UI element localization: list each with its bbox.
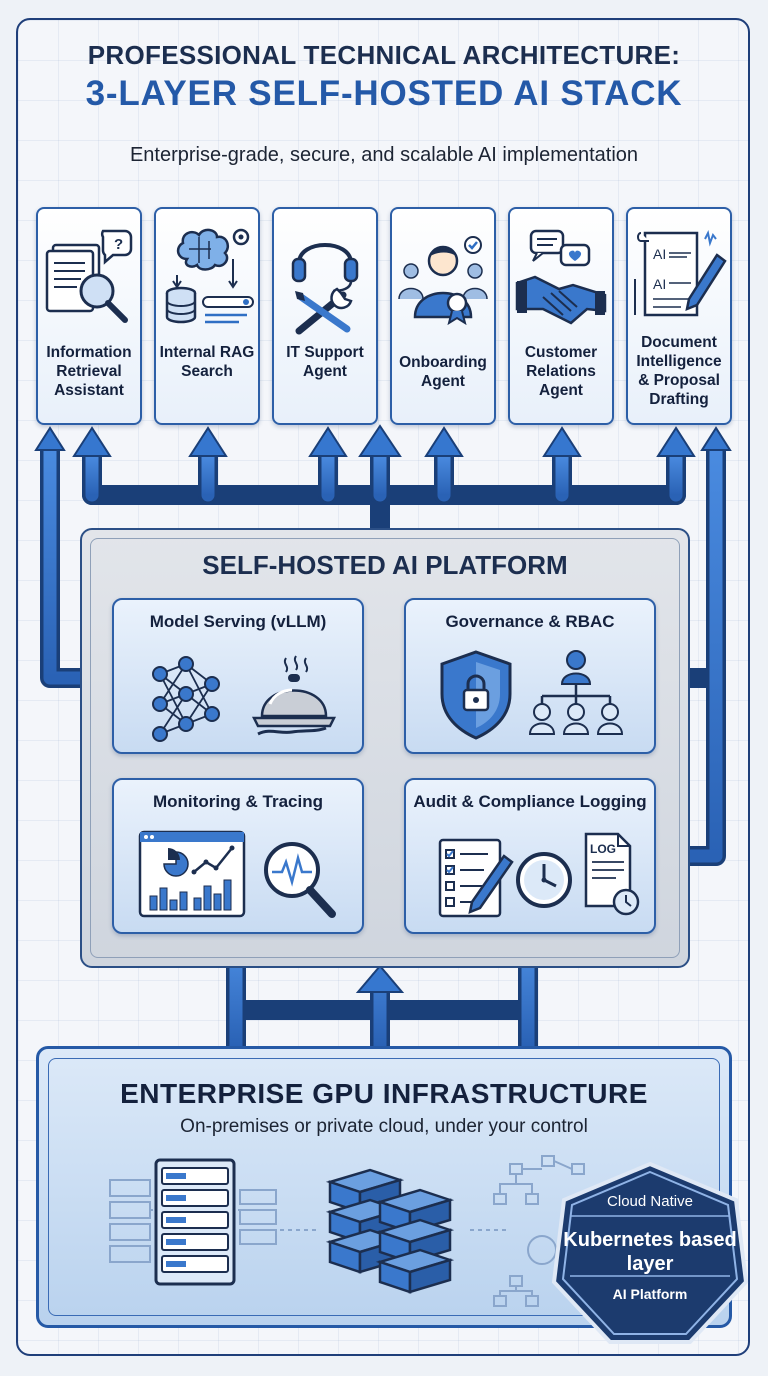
serving-cloche-icon xyxy=(251,655,337,736)
page-title-line2: 3-LAYER SELF-HOSTED AI STACK xyxy=(85,74,683,113)
clock-icon xyxy=(516,852,572,908)
infrastructure-subtitle: On-premises or private cloud, under your… xyxy=(180,1116,588,1137)
log-file-icon xyxy=(584,832,640,916)
org-hierarchy-icon xyxy=(528,650,624,735)
headset-tools-icon xyxy=(291,243,359,335)
app-card-internal-rag[interactable]: Internal RAG Search xyxy=(154,207,260,425)
page-subtitle: Enterprise-grade, secure, and scalable A… xyxy=(129,144,639,166)
module-governance[interactable]: Governance & RBAC xyxy=(404,598,656,754)
svg-text:AI: AI xyxy=(653,276,666,292)
magnifier-pulse-icon xyxy=(264,842,336,918)
module-title: Audit & Compliance Logging xyxy=(413,792,647,811)
module-audit-logging[interactable]: Audit & Compliance Logging LOG xyxy=(404,778,656,934)
svg-text:AI: AI xyxy=(653,246,666,262)
app-label: Customer Relations Agent xyxy=(524,344,598,399)
dashboard-charts-icon xyxy=(138,830,336,918)
shield-lock-icon xyxy=(440,650,624,740)
app-card-it-support[interactable]: IT Support Agent xyxy=(272,207,378,425)
document-magnifier-icon: ? xyxy=(45,229,133,323)
page-title-line1: PROFESSIONAL TECHNICAL ARCHITECTURE: xyxy=(87,40,681,70)
app-card-information-retrieval[interactable]: ? Information Retrieval Assistant xyxy=(36,207,142,425)
module-title: Model Serving (vLLM) xyxy=(149,612,327,631)
app-label: Document Intelligence & Proposal Draftin… xyxy=(636,334,722,408)
module-monitoring[interactable]: Monitoring & Tracing xyxy=(112,778,364,934)
gpu-cluster-icon xyxy=(325,1168,455,1294)
badge-line1: Cloud Native xyxy=(607,1193,693,1210)
checklist-pen-icon xyxy=(438,832,640,918)
ai-document-pen-icon: AI AI xyxy=(634,229,727,317)
app-label: Internal RAG Search xyxy=(159,344,255,380)
infrastructure-inner-border xyxy=(48,1058,720,1316)
person-badge-icon xyxy=(398,236,488,326)
neural-network-icon xyxy=(152,655,337,742)
module-title: Monitoring & Tracing xyxy=(153,792,323,811)
app-label: Information Retrieval Assistant xyxy=(46,344,132,399)
app-label: Onboarding Agent xyxy=(399,354,487,390)
infrastructure-icons xyxy=(109,1155,585,1307)
brain-database-icon xyxy=(165,228,254,324)
module-model-serving[interactable]: Model Serving (vLLM) xyxy=(112,598,364,754)
badge-line3: AI Platform xyxy=(612,1286,688,1302)
module-title: Governance & RBAC xyxy=(445,612,615,631)
platform-title: SELF-HOSTED AI PLATFORM xyxy=(202,550,568,580)
kubernetes-badge-icon xyxy=(551,1161,749,1344)
svg-text:?: ? xyxy=(114,236,123,253)
handshake-chat-icon xyxy=(515,229,607,325)
app-card-onboarding[interactable]: Onboarding Agent xyxy=(390,207,496,425)
platform-inner-border xyxy=(90,538,680,958)
server-rack-icon xyxy=(109,1158,277,1286)
app-label: IT Support Agent xyxy=(286,344,364,380)
log-label: LOG xyxy=(590,842,616,856)
app-card-customer-relations[interactable]: Customer Relations Agent xyxy=(508,207,614,425)
badge-line2: Kubernetes based layer xyxy=(563,1229,737,1275)
app-card-document-intelligence[interactable]: AI AI Document Intelligence & Proposal D… xyxy=(626,207,732,425)
infrastructure-title: ENTERPRISE GPU INFRASTRUCTURE xyxy=(120,1078,648,1109)
network-topology-icon xyxy=(493,1155,585,1307)
